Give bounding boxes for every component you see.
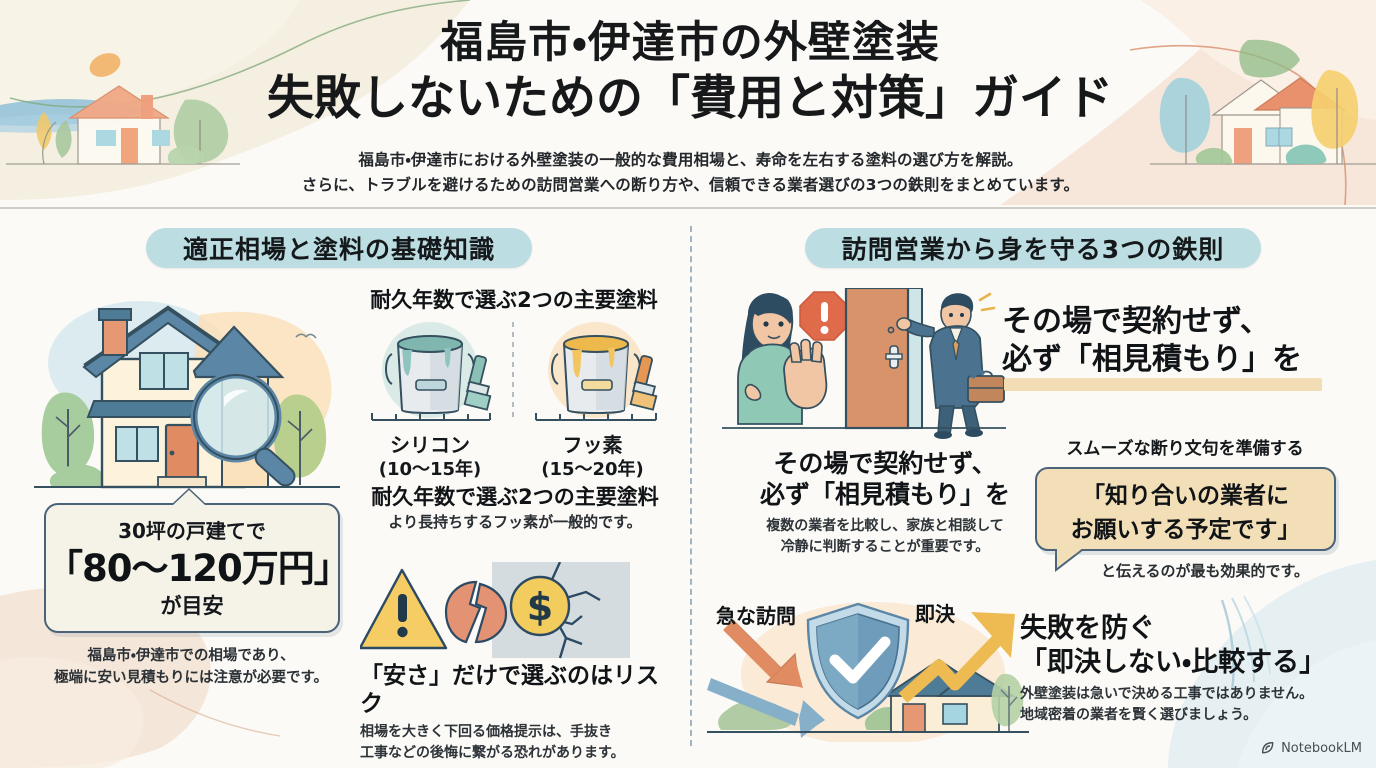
rule1-big-line-1: その場で契約せず、 [1002,304,1270,339]
rule3-heading-line-2: 「即決しない・比較する」 [1020,647,1327,679]
rule1-under-body-line-2: 冷静に判断することが重要です。 [780,538,990,555]
bubble-line-1: 「知り合いの業者に [1082,483,1289,509]
section-pill-right: 訪問営業から身を守る3つの鉄則 [805,228,1261,268]
rule2-lead: スムーズな断り文句を準備する [1066,439,1304,459]
risk-body-line-1: 相場を大きく下回る価格提示は、手抜き [360,724,612,741]
bubble-line-2: お願いする予定です」 [1070,517,1301,543]
rule2-after-text: と伝えるのが最も効果的です。 [1100,562,1310,580]
house-magnifier-illustration [34,301,340,489]
shield-comparison-illustration [707,602,1029,742]
price-note-line-2: 極端に安い見積もりには注意が必要です。 [53,670,329,687]
paint-cans-illustration [371,322,658,422]
callout-price-value: 「80〜120万円」 [46,547,351,590]
risk-body-line-2: 工事などの後悔に繋がる恐れがあります。 [360,745,625,762]
rule3-body-line-1: 外壁塗装は急いで決める工事ではありません。 [1020,686,1314,703]
shield-label-left: 急な訪問 [716,604,796,628]
price-note-line-1: 福島市・伊達市での相場であり、 [87,648,295,664]
svg-text:$: $ [527,585,553,629]
callout-line-3: が目安 [160,594,224,618]
page-title: 福島市・伊達市の外壁塗装 失敗しないための「費用と対策」ガイド [230,18,1150,127]
rule3-heading-line-1: 失敗を防ぐ [1020,613,1155,644]
notebooklm-watermark-label: NotebookLM [1281,740,1362,756]
title-line-2: 失敗しないための「費用と対策」ガイド [267,70,1113,126]
rule3-block: 失敗を防ぐ 「即決しない・比較する」 外壁塗装は急いで決める工事ではありません。… [1020,612,1370,726]
notebooklm-logo-icon [1262,741,1274,754]
rule1-highlight-bar [1004,378,1322,391]
rule1-big-line-2: 必ず「相見積もり」を [1002,342,1302,378]
rule1-under-body-line-1: 複数の業者を比較し、家族と相談して [766,517,1004,534]
paint-option-0-years: (10〜15年) [378,459,482,480]
header: 福島市・伊達市の外壁塗装 失敗しないための「費用と対策」ガイド 福島市・伊達市に… [0,0,1376,207]
subtitle-line-1: 福島市・伊達市における外壁塗装の一般的な費用相場と、寿命を左右する塗料の選び方を… [358,151,1023,169]
price-callout: 30坪の戸建てで 「80〜120万円」 が目安 [44,490,351,633]
paint-caption-heading: 耐久年数で選ぶ2つの主要塗料 [371,485,659,509]
rule1-under-block: その場で契約せず、 必ず「相見積もり」を 複数の業者を比較し、家族と相談して 冷… [740,448,1030,558]
title-line-1: 福島市・伊達市の外壁塗装 [440,18,940,68]
header-divider [0,207,1376,209]
column-divider [690,226,692,746]
paint-option-1-name: フッ素 [562,433,623,457]
risk-illustration: $ [360,562,630,659]
section-pill-left: 適正相場と塗料の基礎知識 [146,228,532,268]
rule1-big-block: その場で契約せず、 必ず「相見積もり」を [1002,303,1362,380]
rule3-body-line-2: 地域密着の業者を賢く選びましょう。 [1020,707,1258,724]
risk-text-block: 「安さ」だけで選ぶのはリスク 相場を大きく下回る価格提示は、手抜き 工事などの後… [360,663,680,764]
callout-line-1: 30坪の戸建てで [118,519,266,543]
risk-heading: 「安さ」だけで選ぶのはリスク [360,663,659,717]
subtitle-line-2: さらに、トラブルを避けるための訪問営業への断り方や、信頼できる業者選びの3つの鉄… [301,176,1080,195]
paint-option-1-years: (15〜20年) [541,459,644,480]
paint-section-heading: 耐久年数で選ぶ2つの主要塗料 [370,288,658,312]
notebooklm-watermark: NotebookLM [1260,740,1362,756]
door-refusal-illustration [722,288,1006,439]
rule1-under-heading-line-2: 必ず「相見積もり」を [759,480,1010,510]
paint-caption-body: より長持ちするフッ素が一般的です。 [388,513,642,532]
paint-option-0-name: シリコン [390,433,470,457]
refusal-speech-bubble: 「知り合いの業者に お願いする予定です」 [1035,467,1336,572]
bubble-tail [1057,548,1083,568]
shield-label-right: 即決 [915,602,955,626]
price-note: 福島市・伊達市での相場であり、 極端に安い見積もりには注意が必要です。 [26,645,356,690]
paint-option-1: フッ素 (15〜20年) [520,432,665,481]
paint-option-0: シリコン (10〜15年) [360,432,500,481]
callout-tail [172,490,206,506]
paint-caption: 耐久年数で選ぶ2つの主要塗料 より長持ちするフッ素が一般的です。 [356,485,674,534]
subtitle: 福島市・伊達市における外壁塗装の一般的な費用相場と、寿命を左右する塗料の選び方を… [238,148,1143,198]
rule1-under-heading-line-1: その場で契約せず、 [773,449,997,478]
